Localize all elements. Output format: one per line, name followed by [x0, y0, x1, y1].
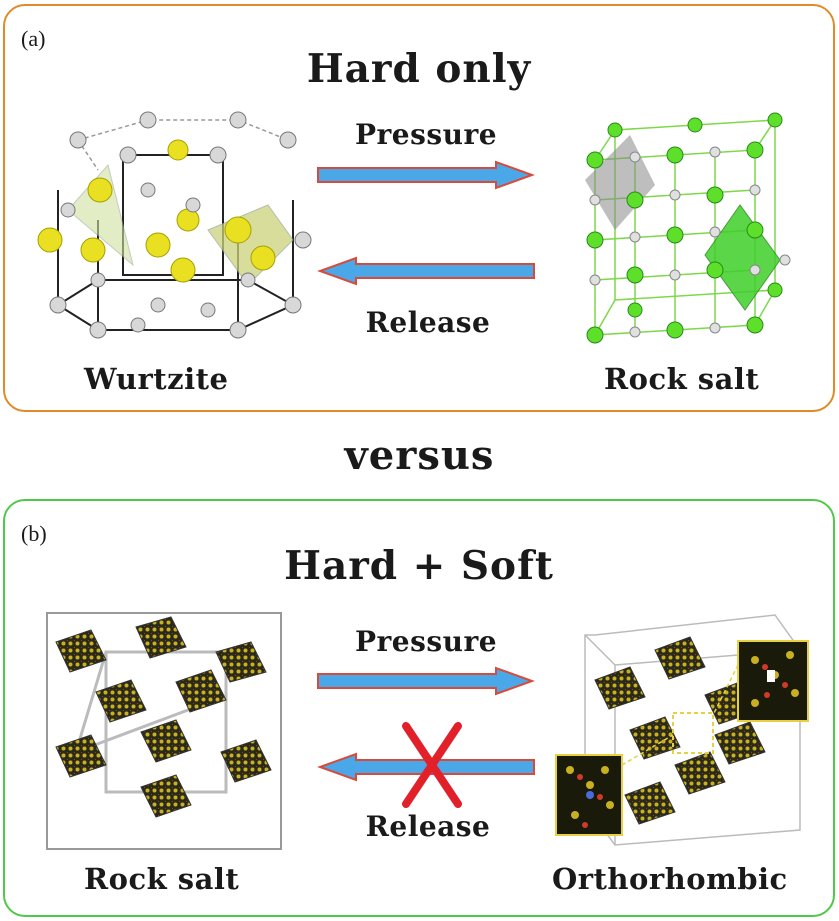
panel-a-forward-arrow: [317, 160, 535, 190]
panel-b-title: Hard + Soft: [284, 543, 554, 589]
orthorhombic-superlattice-image: [555, 614, 809, 846]
panel-b-pressure-label: Pressure: [354, 625, 498, 658]
rocksalt-label-a: Rock salt: [604, 362, 760, 396]
panel-b-forward-arrow: [317, 666, 535, 696]
panel-a-title: Hard only: [306, 46, 532, 92]
wurtzite-label: Wurtzite: [84, 362, 229, 396]
panel-hard-soft: (b) Hard + Soft: [3, 499, 835, 917]
rocksalt-superlattice-image: [46, 612, 282, 850]
wurtzite-structure-image: [37, 111, 312, 339]
panel-hard-only: (a) Hard only: [3, 4, 835, 412]
orthorhombic-label: Orthorhombic: [552, 862, 788, 896]
panel-a-release-label: Release: [365, 306, 491, 339]
panel-a-reverse-arrow: [317, 256, 535, 286]
panel-a-pressure-label: Pressure: [354, 118, 498, 151]
panel-b-tag: (b): [21, 521, 47, 546]
rocksalt-structure-image: [585, 112, 791, 344]
versus-text: versus: [344, 432, 495, 479]
panel-a-tag: (a): [21, 26, 46, 51]
rocksalt-label-b: Rock salt: [84, 862, 240, 896]
panel-b-release-label: Release: [365, 810, 491, 843]
blocked-cross-icon: [402, 722, 462, 808]
